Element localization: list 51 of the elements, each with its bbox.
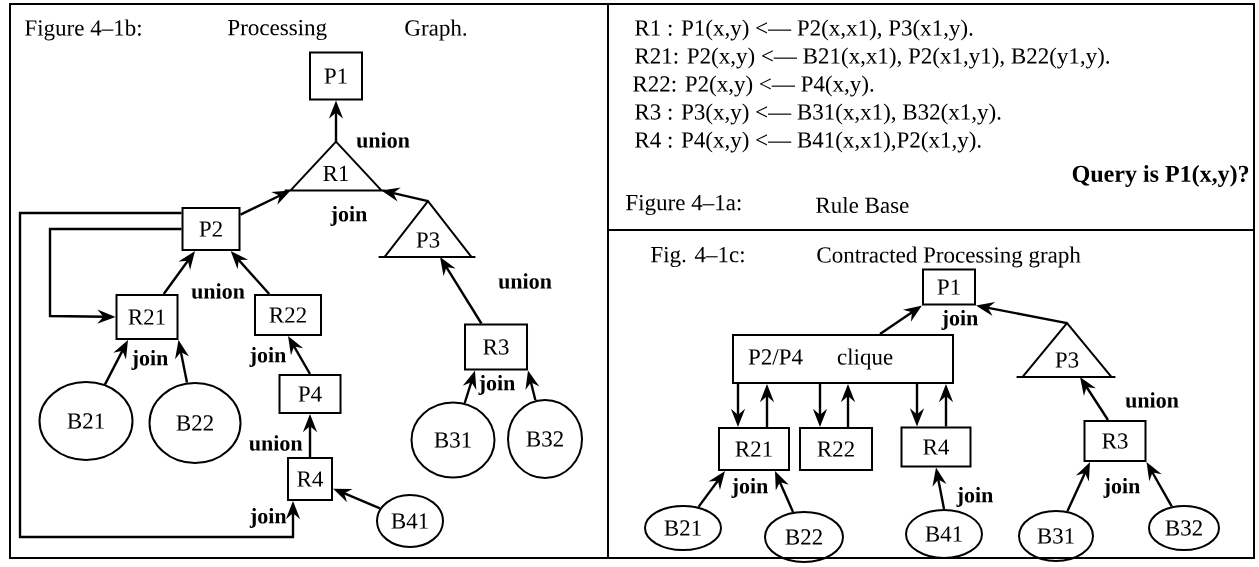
operator-label: join: [941, 310, 978, 330]
operator-label: union: [249, 435, 303, 451]
triangle-node: P3: [1015, 321, 1117, 378]
rule-text: R3 : P3(x,y) <— B31(x,x1), B32(x1,y).: [635, 103, 1001, 125]
rectangle-node: P2: [181, 207, 241, 251]
rectangle-node: R22: [254, 294, 322, 336]
rectangle-node: R4: [900, 426, 972, 468]
figure-caption: Figure 4–1b:: [25, 19, 141, 41]
rectangle-node: R3: [1083, 420, 1147, 462]
rectangle-node: P4: [278, 374, 342, 414]
figure-title: Graph.: [405, 19, 467, 41]
rectangle-node: P1: [309, 51, 363, 101]
figure-caption: Figure 4–1a:: [626, 194, 741, 216]
operator-label: join: [249, 347, 286, 367]
operator-label: join: [249, 508, 287, 528]
operator-label: union: [191, 283, 245, 299]
rectangle-node: P1: [922, 268, 976, 306]
triangle-node: P3: [377, 199, 477, 258]
ellipse-node: B31: [410, 401, 496, 479]
figure-title: Rule Base: [816, 196, 909, 214]
ellipse-node: B22: [764, 511, 844, 563]
operator-label: join: [731, 478, 768, 498]
ellipse-node: B31: [1018, 510, 1094, 562]
ellipse-node: B21: [38, 381, 134, 461]
figure-caption: Fig. 4–1c:: [651, 246, 744, 268]
ellipse-node: B41: [905, 509, 983, 559]
rectangle-node: R21: [718, 427, 790, 471]
operator-label: join: [956, 487, 993, 507]
ellipse-node: B21: [644, 505, 722, 551]
rectangle-node: R4: [287, 457, 333, 501]
rectangle-node: R22: [799, 427, 873, 471]
rule-text: R21: P2(x,y) <— B21(x,x1), P2(x1,y1), B22(y1,y).: [635, 47, 1109, 69]
operator-label: join: [478, 375, 515, 395]
rule-text: R22: P2(x,y) <— P4(x,y).: [633, 75, 874, 97]
operator-label: join: [330, 206, 367, 226]
operator-label: union: [1125, 392, 1179, 408]
operator-label: join: [1103, 478, 1140, 498]
query-text: Query is P1(x,y)?: [1072, 165, 1249, 187]
figure-title: Contracted Processing graph: [817, 246, 1081, 268]
ellipse-node: B32: [1148, 505, 1220, 551]
clique-box: P2/P4 clique: [732, 334, 954, 384]
ellipse-node: B41: [376, 494, 444, 548]
rule-text: R1 : P1(x,y) <— P2(x,x1), P3(x1,y).: [635, 19, 973, 41]
rectangle-node: R21: [115, 294, 179, 340]
figure-title: Processing: [228, 19, 327, 41]
operator-label: join: [131, 350, 168, 370]
rule-text: R4 : P4(x,y) <— B41(x,x1),P2(x1,y).: [635, 131, 981, 153]
ellipse-node: B32: [507, 399, 583, 479]
rectangle-node: R3: [464, 323, 528, 371]
ellipse-node: B22: [148, 382, 242, 464]
operator-label: union: [498, 273, 552, 289]
